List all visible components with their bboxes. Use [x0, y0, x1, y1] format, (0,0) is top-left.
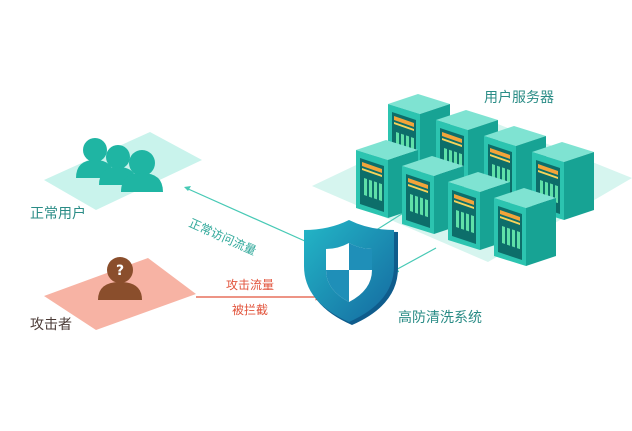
- attacker-question-mark: ?: [116, 263, 124, 279]
- server-cluster: [356, 94, 594, 266]
- attacker-group: ?: [44, 257, 196, 330]
- attack-traffic-label: 攻击流量: [226, 278, 274, 292]
- intercepted-label: 被拦截: [232, 303, 268, 317]
- shield-icon: [304, 220, 398, 325]
- normal-users-label: 正常用户: [30, 205, 86, 222]
- server-icon: [494, 188, 556, 266]
- attackers-label: 攻击者: [30, 317, 72, 333]
- user-servers-label: 用户服务器: [484, 89, 554, 106]
- normal-traffic-arrow: [184, 186, 317, 247]
- attacker-icon: ?: [98, 257, 142, 300]
- normal-users-group: [44, 132, 202, 210]
- normal-traffic-label: 正常访问流量: [187, 216, 258, 258]
- defense-system-label: 高防清洗系统: [398, 309, 482, 326]
- user-group-icon: [76, 138, 163, 192]
